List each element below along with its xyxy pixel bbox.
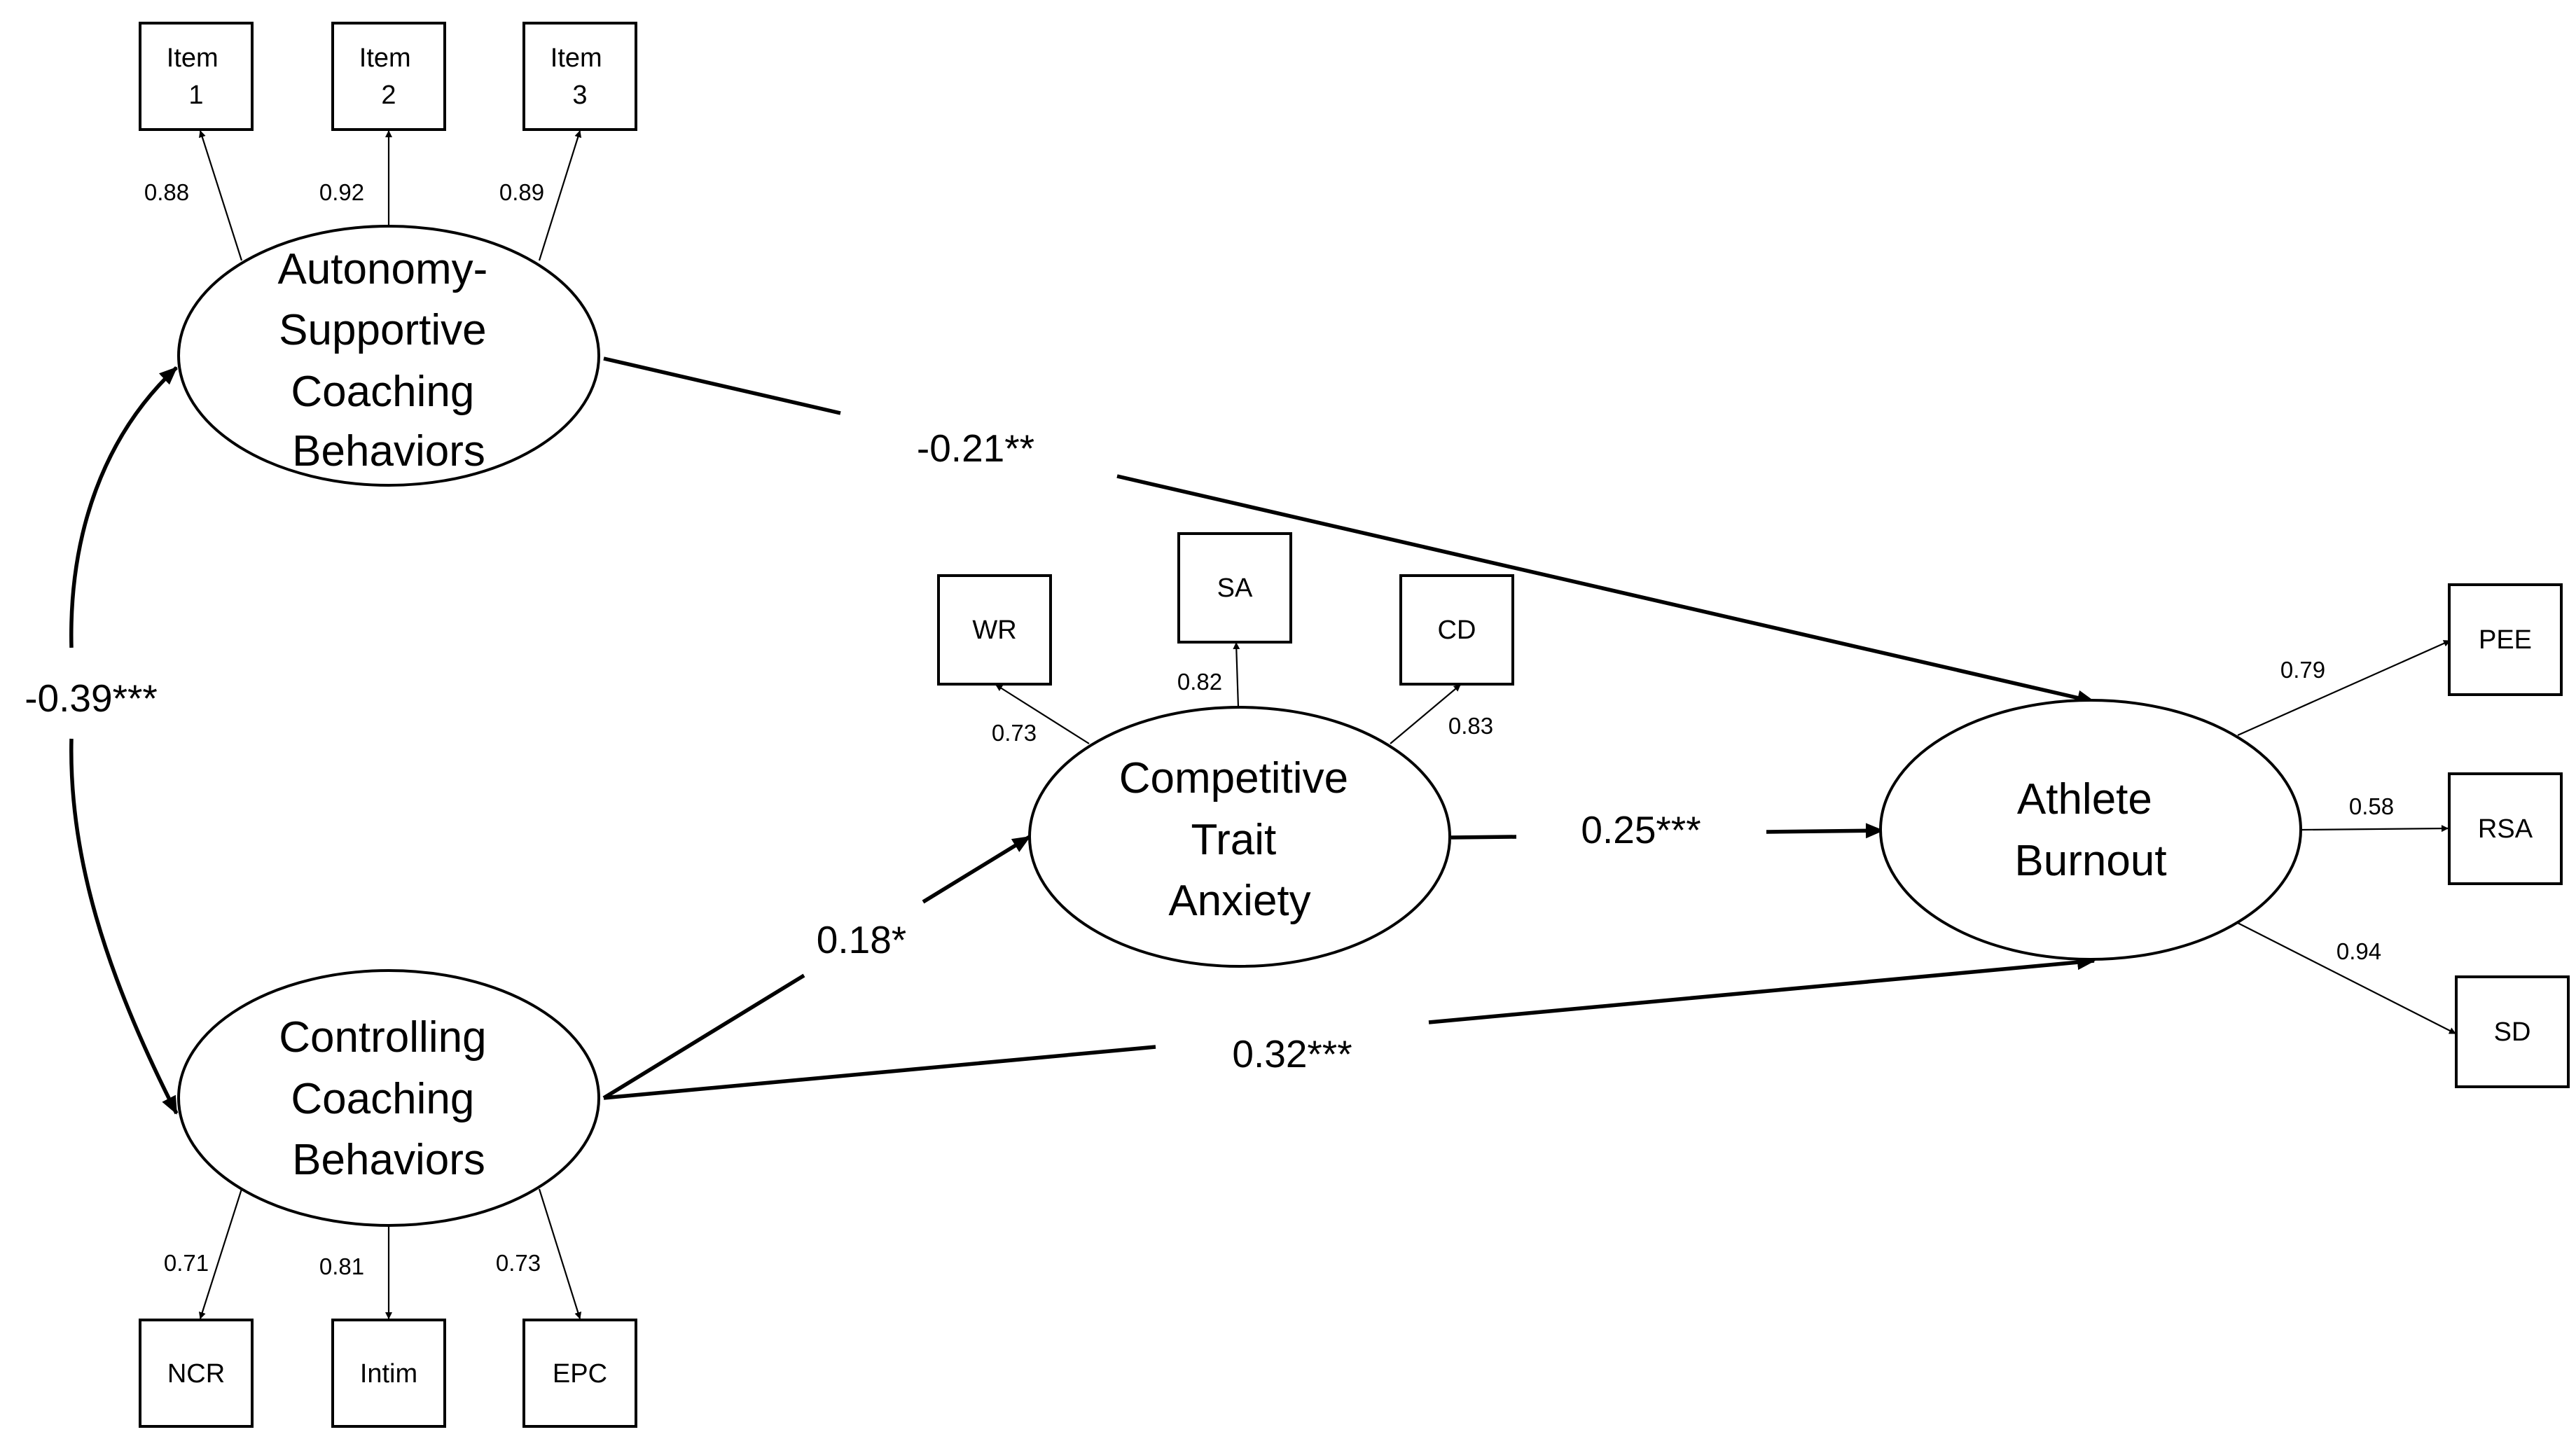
latent-anxiety-line-1: Competitive [1119, 754, 1348, 802]
indicator-item-2-line-1: Item [359, 43, 411, 73]
loading-anxiety-3: 0.83 [1448, 713, 1493, 739]
loading-burnout-2: 0.58 [2349, 793, 2394, 819]
loading-autonomy-1: 0.88 [144, 179, 189, 205]
indicator-cd-label: CD [1438, 616, 1476, 645]
indicator-ncr-label: NCR [167, 1359, 225, 1389]
path-correlation-label: -0.39*** [25, 676, 158, 720]
indicator-rsa: RSA [2448, 772, 2563, 885]
loading-controlling-3: 0.73 [496, 1250, 541, 1276]
loading-labels: 0.88 0.92 0.89 0.71 0.81 0.73 0.73 0.82 … [144, 179, 2394, 1279]
indicator-item-1-line-2: 1 [188, 81, 203, 110]
loading-burnout-3: 0.94 [2336, 938, 2381, 964]
loading-autonomy-3: 0.89 [499, 179, 544, 205]
path-controlling-burnout-label: 0.32*** [1232, 1032, 1352, 1076]
structural-paths [69, 356, 2096, 1115]
indicator-wr: WR [937, 574, 1052, 686]
indicator-item-1: Item 1 [139, 22, 254, 131]
indicator-ncr: NCR [139, 1319, 254, 1428]
indicator-epc: EPC [522, 1319, 637, 1428]
latent-autonomy-line-1: Autonomy- [277, 245, 487, 293]
latent-controlling-line-2: Coaching [291, 1075, 474, 1123]
indicator-intim-label: Intim [360, 1359, 417, 1389]
svg-text:Competitive Trait: Competitive Trait Anxiety [1119, 754, 1361, 925]
indicator-sd-label: SD [2494, 1017, 2531, 1047]
indicator-pee-label: PEE [2479, 625, 2532, 655]
loading-burnout-1: 0.79 [2280, 657, 2325, 683]
indicator-item-3-line-2: 3 [572, 81, 587, 110]
loading-autonomy-2: 0.92 [319, 179, 364, 205]
path-anxiety-burnout-label: 0.25*** [1581, 808, 1701, 851]
indicator-item-3-line-1: Item [550, 43, 602, 73]
latent-controlling-line-1: Controlling [279, 1013, 486, 1062]
indicator-wr-label: WR [972, 616, 1016, 645]
indicator-sa-label: SA [1217, 573, 1253, 603]
path-controlling-anxiety-label: 0.18* [817, 918, 906, 961]
path-autonomy-burnout-label: -0.21** [917, 426, 1034, 470]
loading-anxiety-2: 0.82 [1177, 669, 1222, 695]
svg-text:Item 2: Item 2 [359, 43, 418, 110]
indicator-pee: PEE [2448, 583, 2563, 696]
loading-anxiety-1: 0.73 [992, 720, 1037, 746]
indicator-rsa-label: RSA [2478, 814, 2533, 844]
loading-controlling-2: 0.81 [319, 1253, 364, 1279]
latent-burnout: Athlete Burnout [1879, 699, 2302, 961]
svg-text:Item 3: Item 3 [550, 43, 609, 110]
indicator-item-2: Item 2 [331, 22, 446, 131]
latent-autonomy: Autonomy- Supportive Coaching Behaviors [177, 225, 600, 487]
svg-text:Item 1: Item 1 [167, 43, 226, 110]
indicator-intim: Intim [331, 1319, 446, 1428]
latent-burnout-line-2: Burnout [2014, 837, 2166, 885]
latent-anxiety: Competitive Trait Anxiety [1028, 706, 1451, 968]
indicator-sd: SD [2455, 975, 2570, 1088]
indicator-epc-label: EPC [553, 1359, 607, 1389]
latent-controlling: Controlling Coaching Behaviors [177, 969, 600, 1227]
latent-anxiety-line-3: Anxiety [1168, 877, 1310, 925]
loading-arrows [198, 130, 2456, 1319]
indicator-item-3: Item 3 [522, 22, 637, 131]
latent-autonomy-line-3: Coaching [291, 368, 474, 416]
path-labels: -0.21** -0.39*** 0.18* 0.25*** 0.32*** [25, 426, 1701, 1076]
latent-autonomy-line-4: Behaviors [292, 427, 485, 475]
indicator-item-2-line-2: 2 [381, 81, 396, 110]
loading-controlling-1: 0.71 [164, 1250, 209, 1276]
latent-burnout-line-1: Athlete [2017, 775, 2152, 823]
indicator-cd: CD [1399, 574, 1514, 686]
svg-text:Controlling Coaching: Controlling Coaching Behaviors [279, 1013, 499, 1184]
indicator-item-1-line-1: Item [167, 43, 219, 73]
latent-autonomy-line-2: Supportive [279, 306, 486, 354]
indicator-sa: SA [1177, 532, 1292, 644]
svg-text:Autonomy- Supportive: Autonomy- Supportive Coaching Behaviors [277, 245, 499, 475]
latent-controlling-line-3: Behaviors [292, 1136, 485, 1184]
svg-text:Athlete Burnout: Athlete Burnout [2014, 775, 2166, 885]
latent-anxiety-line-2: Trait [1191, 816, 1277, 864]
